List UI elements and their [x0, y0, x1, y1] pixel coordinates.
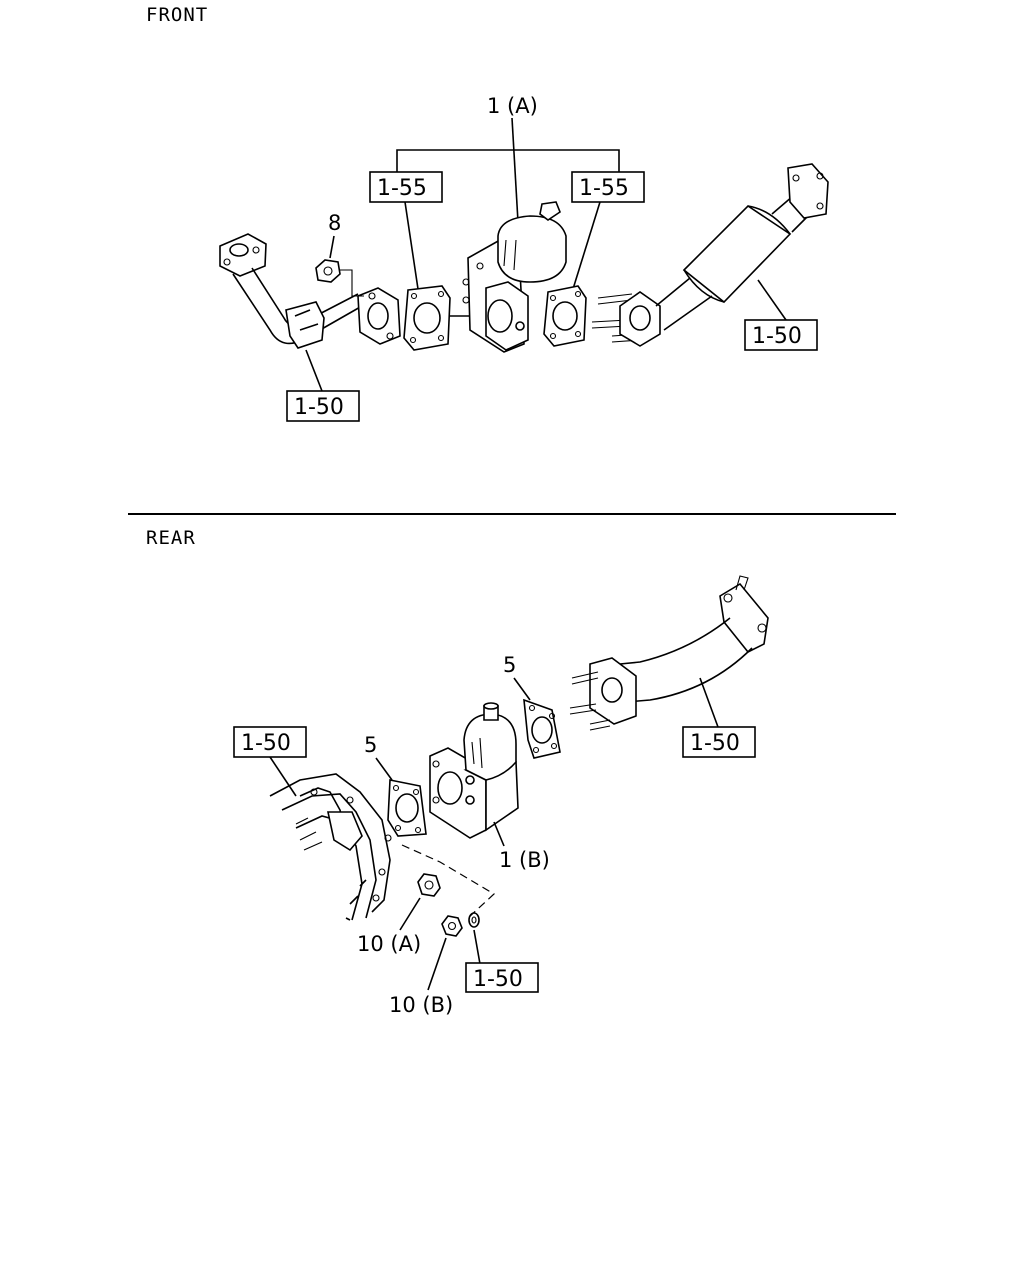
- nut-8-callout: 8: [328, 211, 341, 235]
- svg-text:1-50: 1-50: [294, 395, 344, 420]
- washer: [468, 912, 480, 928]
- ref-box-1-55-right[interactable]: 1-55: [571, 171, 645, 203]
- exhaust-brake-valve-1a: [462, 201, 567, 353]
- nut-10a-callout: 10 (A): [357, 932, 421, 956]
- nut-8-guide-line: [340, 269, 364, 297]
- gasket-5-right-callout: 5: [503, 653, 516, 677]
- valve-1b-callout: 1 (B): [499, 848, 550, 872]
- leader-1-55-left: [404, 201, 419, 290]
- front-gasket-left: [403, 285, 451, 351]
- fastener-guide-bracket: [401, 844, 495, 919]
- leader-nut-8: [329, 235, 335, 259]
- rear-right-exhaust-pipe: [569, 575, 769, 731]
- ref-box-1-50-rear-left[interactable]: 1-50: [233, 726, 307, 758]
- leader-1-50-rear-right: [699, 677, 719, 728]
- nut-8: [315, 259, 341, 283]
- ref-box-1-50-front-left[interactable]: 1-50: [286, 390, 360, 422]
- svg-text:1-50: 1-50: [473, 967, 523, 992]
- exhaust-brake-valve-1b: [429, 702, 519, 839]
- ref-box-1-50-front-right[interactable]: 1-50: [744, 319, 818, 351]
- ref-box-1-50-rear-right[interactable]: 1-50: [682, 726, 756, 758]
- leader-1-50-rear-left: [269, 756, 297, 797]
- rear-gasket-right: [523, 698, 561, 759]
- ref-box-1-55-left[interactable]: 1-55: [369, 171, 443, 203]
- gasket-5-left-callout: 5: [364, 733, 377, 757]
- leader-1-55-right: [572, 201, 601, 290]
- leader-gasket-5-right: [513, 677, 531, 701]
- front-right-exhaust-pipe: [591, 163, 829, 347]
- assembly-1a-callout: 1 (A): [487, 94, 538, 118]
- rear-section-label: REAR: [146, 527, 196, 549]
- nut-10a: [417, 873, 441, 897]
- svg-text:1-55: 1-55: [579, 176, 629, 201]
- svg-text:1-50: 1-50: [690, 731, 740, 756]
- assembly-bracket: [396, 117, 620, 223]
- rear-exhaust-manifold: [269, 773, 392, 921]
- nut-10b: [441, 915, 463, 937]
- leader-1-50-front-left: [305, 349, 323, 392]
- svg-text:1-50: 1-50: [752, 324, 802, 349]
- leader-nut-10b: [427, 937, 447, 991]
- leader-washer: [473, 929, 481, 965]
- svg-text:1-50: 1-50: [241, 731, 291, 756]
- front-gasket-right: [543, 285, 587, 347]
- rear-gasket-left: [387, 779, 427, 837]
- nut-10b-callout: 10 (B): [389, 993, 453, 1017]
- leader-valve-1b: [493, 821, 505, 847]
- ref-box-1-50-rear-bottom[interactable]: 1-50: [465, 962, 539, 993]
- leader-gasket-5-left: [375, 757, 393, 781]
- svg-text:1-55: 1-55: [377, 176, 427, 201]
- leader-nut-10a: [399, 897, 421, 931]
- front-section-label: FRONT: [146, 4, 209, 26]
- leader-1-50-front-right: [757, 279, 787, 321]
- front-left-exhaust-pipe: [219, 233, 401, 349]
